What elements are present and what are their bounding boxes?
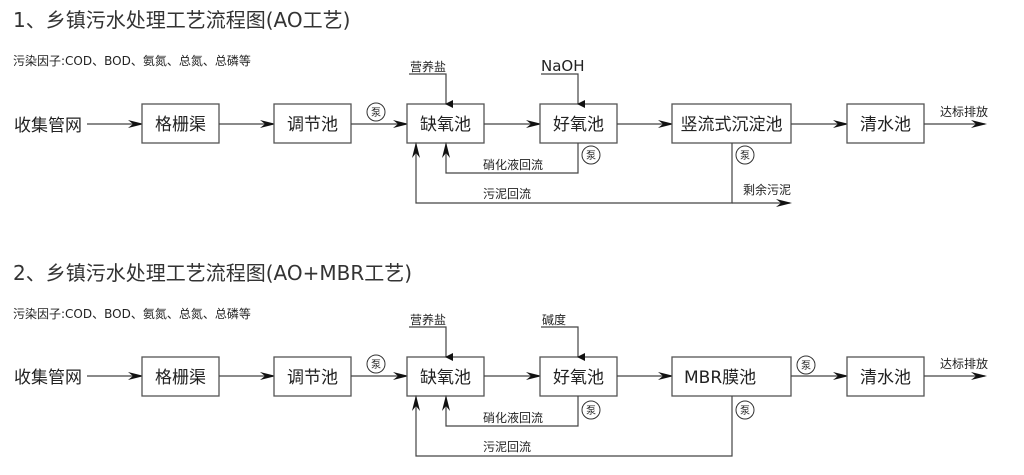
source-label: 收集管网	[14, 368, 82, 388]
dosing-label: NaOH	[541, 57, 585, 75]
pump-icon: 泵	[796, 355, 816, 375]
box-label: 缺氧池	[420, 368, 471, 388]
nitrification-return-label: 硝化液回流	[483, 157, 543, 172]
dosing-line	[409, 326, 453, 361]
box-equalization-tank	[273, 103, 352, 144]
sludge-return-label: 污泥回流	[483, 187, 531, 201]
box-label: 格栅渠	[155, 368, 206, 388]
box-mbr-membrane-tank	[671, 356, 792, 397]
svg-text:泵: 泵	[801, 360, 811, 372]
discharge-label: 达标排放	[940, 356, 988, 371]
sludge-return-line	[412, 142, 733, 204]
pollutants-label: 污染因子:COD、BOD、氨氮、总氮、总磷等	[13, 53, 251, 68]
source-label: 收集管网	[14, 116, 82, 136]
pump-icon: 泵	[581, 145, 601, 165]
dosing-label: 营养盐	[410, 312, 446, 327]
pump-icon: 泵	[581, 400, 601, 420]
box-label: 好氧池	[553, 115, 604, 135]
box-equalization-tank	[273, 356, 352, 397]
sludge-return-line	[412, 395, 733, 457]
nitrification-return-line	[442, 395, 579, 427]
pollutants-label: 污染因子:COD、BOD、氨氮、总氮、总磷等	[13, 306, 251, 321]
dosing-line	[409, 73, 453, 108]
dosing-label: 碱度	[542, 312, 566, 327]
excess-sludge-label: 剩余污泥	[743, 182, 791, 197]
box-label: 竖流式沉淀池	[681, 115, 783, 135]
box-clear-water-tank	[846, 103, 925, 144]
box-label: 调节池	[287, 115, 338, 135]
svg-text:泵: 泵	[586, 150, 596, 162]
discharge-label: 达标排放	[940, 104, 988, 119]
svg-text:泵: 泵	[586, 405, 596, 417]
sludge-return-label: 污泥回流	[483, 440, 531, 454]
box-label: 清水池	[860, 368, 911, 388]
diagram-ao-mbr: 2、乡镇污水处理工艺流程图(AO+MBR工艺) 污染因子:COD、BOD、氨氮、…	[13, 261, 988, 457]
svg-text:泵: 泵	[371, 359, 381, 371]
box-label: 格栅渠	[155, 115, 206, 135]
diagram-ao: 1、乡镇污水处理工艺流程图(AO工艺) 污染因子:COD、BOD、氨氮、总氮、总…	[13, 8, 988, 207]
box-label: 清水池	[860, 115, 911, 135]
dosing-line	[541, 73, 585, 108]
nitrification-return-line	[442, 142, 579, 174]
pump-icon: 泵	[366, 102, 386, 122]
pump-icon: 泵	[366, 354, 386, 374]
box-label: 调节池	[287, 368, 338, 388]
diagram-title: 1、乡镇污水处理工艺流程图(AO工艺)	[13, 8, 350, 32]
svg-text:泵: 泵	[371, 107, 381, 119]
diagram-title: 2、乡镇污水处理工艺流程图(AO+MBR工艺)	[13, 261, 412, 285]
dosing-line	[541, 326, 585, 361]
box-label: MBR膜池	[684, 368, 756, 388]
box-label: 缺氧池	[420, 115, 471, 135]
nitrification-return-label: 硝化液回流	[483, 410, 543, 425]
svg-text:泵: 泵	[740, 405, 750, 417]
svg-text:泵: 泵	[740, 150, 750, 162]
pump-icon: 泵	[735, 145, 755, 165]
pump-icon: 泵	[735, 400, 755, 420]
box-label: 好氧池	[553, 368, 604, 388]
box-clear-water-tank	[846, 356, 925, 397]
box-aerobic-tank	[539, 356, 618, 397]
dosing-label: 营养盐	[410, 59, 446, 74]
